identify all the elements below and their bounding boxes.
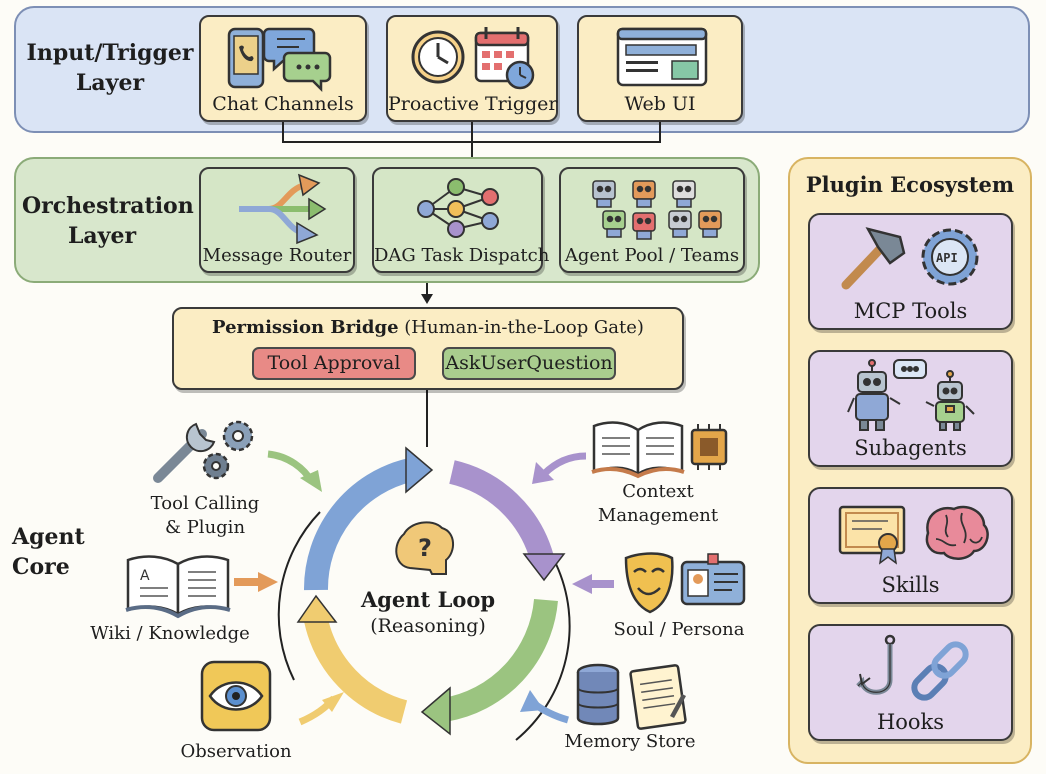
input-layer-title: Input/Trigger Layer [26, 40, 194, 96]
mcp-tools-box[interactable]: API MCP Tools [808, 213, 1013, 330]
orchestration-layer-title: Orchestration Layer [22, 193, 194, 249]
plugin-ecosystem-title: Plugin Ecosystem [805, 172, 1015, 197]
hooks-box[interactable]: Hooks [808, 624, 1013, 741]
robots-chat-icon [847, 359, 975, 431]
svg-text:?: ? [418, 534, 432, 562]
memory-store-label: Memory Store [564, 731, 696, 752]
skills-label: Skills [881, 573, 940, 597]
database-notepad-icon [576, 663, 687, 730]
book-chip-icon [591, 421, 728, 479]
permission-bridge-title-bold: Permission Bridge [212, 317, 399, 338]
chat-phone-icon [227, 27, 332, 93]
wiki-knowledge-label: Wiki / Knowledge [90, 623, 250, 644]
tool-approval-button[interactable]: Tool Approval [252, 347, 416, 380]
eye-icon [200, 660, 272, 732]
mcp-tools-label: MCP Tools [853, 299, 968, 323]
tool-calling-label: Tool Calling & Plugin [150, 493, 260, 538]
dag-task-dispatch-label: DAG Task Dispatch [374, 245, 550, 266]
svg-text:A: A [140, 568, 150, 584]
permission-bridge-box: Permission Bridge (Human-in-the-Loop Gat… [172, 307, 684, 390]
agent-pool-label: Agent Pool / Teams [564, 245, 740, 266]
agent-loop-cycle: ? [277, 446, 571, 741]
soul-persona-label: Soul / Persona [613, 619, 745, 640]
agent-loop-title: Agent Loop [360, 587, 496, 612]
hook-chain-icon [856, 634, 969, 701]
message-router-box[interactable]: Message Router [199, 167, 355, 273]
browser-window-icon [616, 27, 708, 87]
certificate-brain-icon [838, 505, 989, 565]
robot-team-icon [592, 180, 722, 240]
open-book-icon: A [125, 555, 231, 619]
proactive-trigger-label: Proactive Trigger [388, 93, 558, 115]
agent-pool-box[interactable]: Agent Pool / Teams [559, 167, 745, 273]
wrench-gears-icon [153, 420, 254, 483]
agent-core-title: Agent Core [12, 524, 85, 580]
chat-channels-label: Chat Channels [212, 93, 354, 115]
message-router-label: Message Router [202, 245, 352, 266]
context-management-label: Context Management [597, 481, 719, 526]
agent-loop-subtitle: (Reasoning) [370, 615, 486, 637]
chat-channels-box[interactable]: Chat Channels [199, 15, 367, 122]
subagents-box[interactable]: Subagents [808, 350, 1013, 467]
subagents-label: Subagents [854, 436, 967, 460]
router-arrows-icon [239, 173, 327, 245]
hooks-label: Hooks [876, 710, 945, 734]
dag-task-dispatch-box[interactable]: DAG Task Dispatch [372, 167, 550, 273]
web-ui-label: Web UI [624, 93, 696, 115]
permission-bridge-title-rest: (Human-in-the-Loop Gate) [404, 317, 644, 338]
permission-bridge-title: Permission Bridge (Human-in-the-Loop Gat… [174, 317, 682, 338]
ask-user-question-button[interactable]: AskUserQuestion [442, 347, 616, 380]
clock-calendar-icon [411, 27, 535, 90]
skills-box[interactable]: Skills [808, 487, 1013, 604]
dag-graph-icon [417, 178, 499, 238]
web-ui-box[interactable]: Web UI [577, 15, 743, 122]
mask-id-card-icon [624, 552, 746, 614]
hammer-api-gear-icon: API [841, 227, 979, 290]
proactive-trigger-box[interactable]: Proactive Trigger [386, 15, 558, 122]
observation-label: Observation [180, 741, 292, 762]
api-badge: API [936, 251, 958, 265]
